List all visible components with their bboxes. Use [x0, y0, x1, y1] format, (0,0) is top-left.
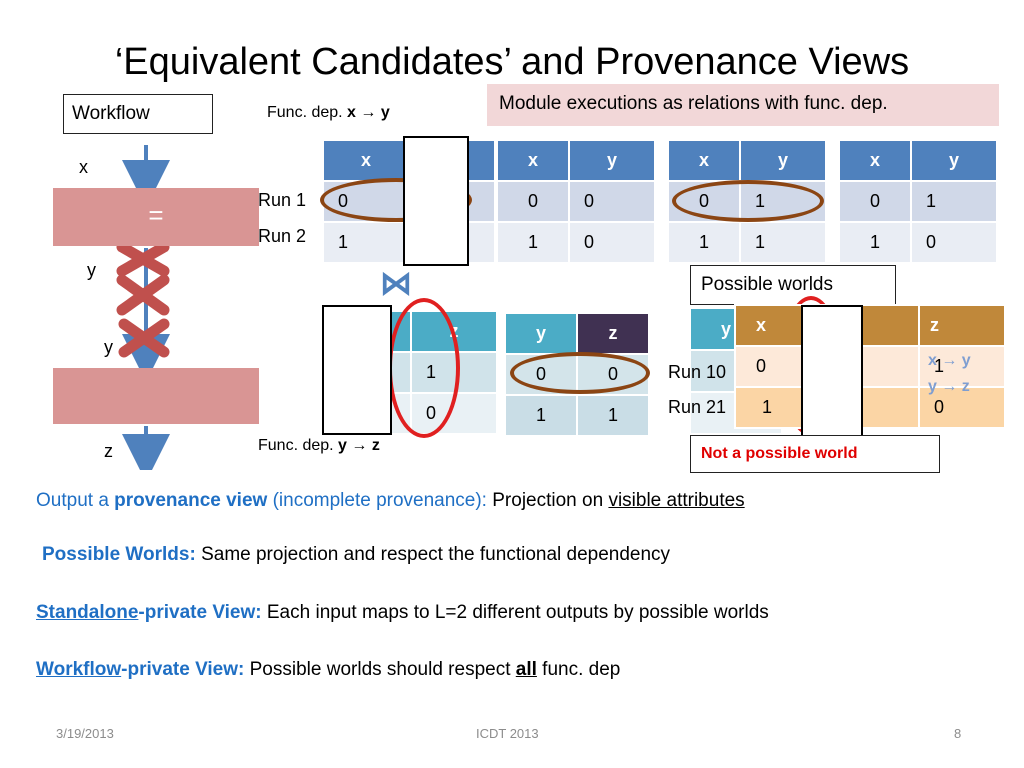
pw-run-1-label: Run 10: [668, 362, 727, 382]
line-workflow-private: Workflow-private View: Possible worlds s…: [36, 659, 620, 681]
run-2-label: Run 2: [258, 226, 307, 246]
pw-fd-yz: y → z: [928, 378, 970, 395]
cell: 1: [667, 221, 741, 264]
cell: 1: [918, 345, 1006, 388]
module-eq-symbol: =: [148, 200, 164, 230]
var-y-2: y: [104, 337, 113, 357]
highlight-ellipse-b: [672, 180, 824, 222]
th-z: z: [576, 312, 650, 355]
func-dep-yz: Func. dep. y → z: [258, 437, 380, 455]
th-z: z: [918, 304, 1006, 347]
text: (incomplete provenance):: [267, 490, 493, 511]
footer-date: 3/19/2013: [56, 726, 114, 741]
cell: 1: [910, 180, 998, 223]
text: -private View:: [138, 602, 262, 623]
th-x: x: [322, 139, 410, 182]
highlight-ellipse-red-z: [388, 298, 460, 438]
func-dep-xy: Func. dep. x → y: [267, 104, 390, 122]
var-y-1: y: [87, 260, 96, 280]
hidden-attribute-mask: [801, 305, 863, 437]
text: Possible Worlds:: [42, 544, 196, 565]
cell: 0: [910, 221, 998, 264]
join-icon: ⋈: [380, 265, 412, 301]
module-banner: Module executions as relations with func…: [487, 84, 999, 126]
func-dep-yz-expr: y → z: [338, 437, 380, 454]
text: Workflow: [36, 659, 122, 680]
module-second-box: [53, 368, 259, 424]
cell: 1: [322, 221, 410, 264]
footer-page-number: 8: [954, 726, 962, 741]
line-provenance-view: Output a provenance view (incomplete pro…: [36, 490, 745, 512]
possible-worlds-label: Possible worlds: [690, 265, 896, 305]
text: Standalone: [36, 602, 139, 623]
func-dep-yz-prefix: Func. dep.: [258, 437, 339, 454]
th-y: y: [739, 139, 827, 182]
hidden-attribute-mask: [403, 136, 469, 266]
cell: 1: [576, 394, 650, 437]
func-dep-xy-prefix: Func. dep.: [267, 104, 348, 121]
slide-title: ‘Equivalent Candidates’ and Provenance V…: [114, 41, 910, 83]
highlight-ellipse-run1: [320, 178, 472, 222]
module-eq-box: [53, 188, 259, 246]
not-possible-world-label: Not a possible world: [690, 435, 940, 473]
cell: 0: [496, 180, 570, 223]
text: all: [515, 659, 537, 680]
th-y: y: [504, 312, 578, 355]
hidden-attribute-mask: [322, 305, 392, 435]
text: Same projection and respect the function…: [195, 544, 671, 565]
th-y: y: [910, 139, 998, 182]
text: Output a: [36, 490, 115, 511]
th-y: y: [568, 139, 656, 182]
text: Projection on: [492, 490, 609, 511]
cell: 0: [838, 180, 912, 223]
cell: 0: [568, 180, 656, 223]
line-possible-worlds: Possible Worlds: Same projection and res…: [42, 544, 670, 566]
text: provenance view: [114, 490, 268, 511]
th-x: x: [667, 139, 741, 182]
workflow-diagram: [116, 145, 170, 470]
cell: 1: [838, 221, 912, 264]
var-x: x: [79, 157, 88, 177]
func-dep-xy-expr: x → y: [347, 104, 390, 121]
workflow-label: Workflow: [63, 94, 213, 134]
th-x: x: [838, 139, 912, 182]
cell: 0: [568, 221, 656, 264]
text: visible attributes: [608, 490, 745, 511]
highlight-ellipse-yz2: [510, 352, 650, 394]
var-z: z: [104, 441, 113, 461]
pw-fd-xy: x → y: [928, 352, 971, 369]
pw-run-2-label: Run 21: [668, 397, 727, 417]
line-standalone-private: Standalone-private View: Each input maps…: [36, 602, 769, 624]
text: -private View:: [121, 659, 245, 680]
cell: 1: [739, 221, 827, 264]
text: func. dep: [536, 659, 621, 680]
cross-icon: [116, 241, 170, 358]
th-x: x: [496, 139, 570, 182]
cell: 1: [504, 394, 578, 437]
cell: 1: [496, 221, 570, 264]
footer-conference: ICDT 2013: [476, 726, 539, 741]
cell: 0: [918, 386, 1006, 429]
text: Possible worlds should respect: [244, 659, 516, 680]
text: Each input maps to L=2 different outputs…: [261, 602, 769, 623]
run-1-label: Run 1: [258, 190, 307, 210]
